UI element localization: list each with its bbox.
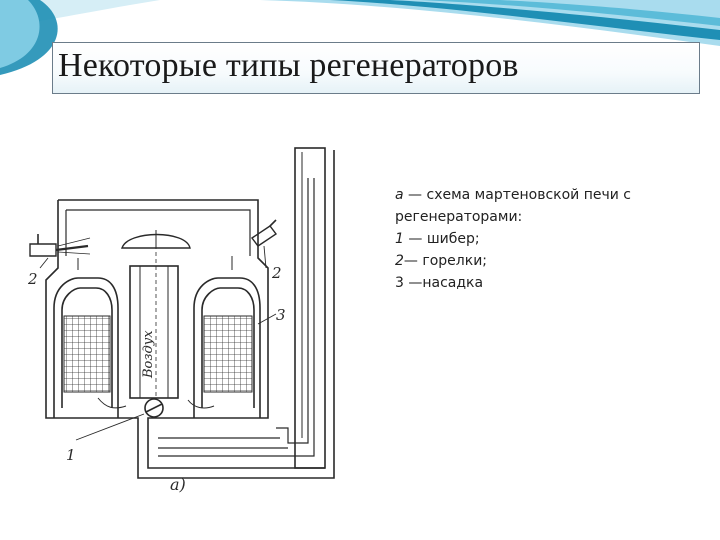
slide-title: Некоторые типы регенераторов xyxy=(58,47,519,84)
caption-key-2: 2 xyxy=(395,253,404,269)
label-1: 1 xyxy=(66,446,76,464)
left-regenerator-chamber xyxy=(53,277,119,418)
label-2-right: 2 xyxy=(271,264,282,282)
furnace-outer-wall xyxy=(58,199,325,469)
caption-key-a: а xyxy=(395,187,404,203)
shutter-valve xyxy=(144,398,164,418)
figure-letter-a: а) xyxy=(170,475,186,494)
caption-text-1: — шибер; xyxy=(403,231,480,247)
caption-line-regenerators: регенераторами: xyxy=(395,209,523,225)
caption-line-2: 2— горелки; xyxy=(395,250,695,272)
diagram-caption: а — схема мартеновской печи с регенерато… xyxy=(395,184,695,294)
right-burner xyxy=(250,225,278,247)
open-hearth-furnace-diagram: Воздух 1 2 2 3 а) xyxy=(27,147,335,494)
left-checker-packing xyxy=(63,315,111,393)
caption-line-a: а — схема мартеновской печи с xyxy=(395,184,695,206)
air-label: Воздух xyxy=(141,330,156,379)
caption-text-2: — горелки; xyxy=(403,253,488,269)
title-box: Некоторые типы регенераторов xyxy=(52,42,700,94)
working-chamber-dome xyxy=(121,233,191,249)
caption-line-1: 1 — шибер; xyxy=(395,228,695,250)
right-regenerator-chamber xyxy=(193,277,261,418)
caption-key-1: 1 xyxy=(395,231,404,247)
caption-text-a: — схема мартеновской печи с xyxy=(403,187,631,203)
caption-line-3: 3 —насадка xyxy=(395,272,695,294)
caption-text-3: —насадка xyxy=(403,275,484,291)
caption-key-3: 3 xyxy=(395,275,404,291)
chimney-outer xyxy=(294,147,326,469)
label-3: 3 xyxy=(276,306,286,324)
label-2-left: 2 xyxy=(27,270,38,288)
header-swoosh-decoration xyxy=(0,0,720,75)
right-checker-packing xyxy=(203,315,253,393)
left-burner xyxy=(29,243,57,257)
